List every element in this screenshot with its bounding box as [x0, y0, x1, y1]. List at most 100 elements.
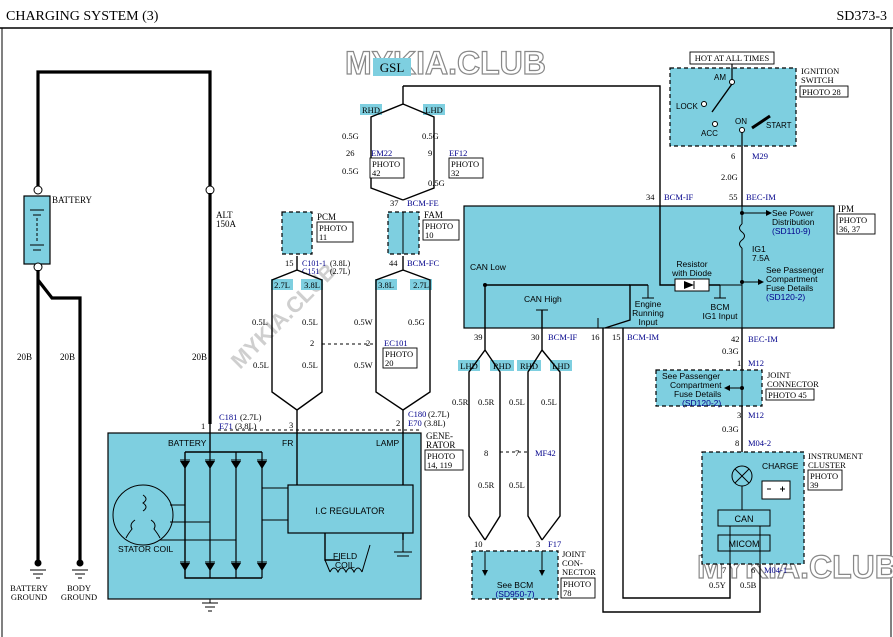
pcm-conn-1-note: (3.8L): [330, 259, 351, 268]
ig1-amps: 7.5A: [752, 253, 770, 263]
gen-e71: E71: [219, 421, 233, 431]
pcm-box: [281, 211, 313, 255]
gen-pin1: 1: [201, 421, 205, 431]
battery-ground-b: GROUND: [11, 592, 47, 602]
lower-photo-1: PHOTO: [563, 579, 591, 589]
wire-a: 0.5L: [252, 317, 268, 327]
ig1-label: IG1: [752, 244, 766, 254]
fam-photo-1: PHOTO: [425, 221, 453, 231]
lower-jc-1: JOINT: [562, 549, 586, 559]
gen-c181: C181: [219, 412, 237, 422]
jc-see-3: Fuse Details: [674, 389, 721, 399]
ign-name-1: IGNITION: [801, 66, 839, 76]
engine-3: Input: [639, 317, 659, 327]
gen-photo-2: 14, 119: [427, 460, 452, 470]
rhd-tag-top: RHD: [362, 105, 380, 115]
see-pass-1: See Passenger: [766, 265, 824, 275]
see-power-2: Distribution: [772, 217, 815, 227]
battery-ground-a: BATTERY: [10, 583, 48, 593]
tag-2-7l: 2.7L: [274, 280, 290, 290]
ign-name-2: SWITCH: [801, 75, 834, 85]
see-pass-3: Fuse Details: [766, 283, 813, 293]
battery-wire-1: 20B: [17, 352, 32, 362]
ec101-photo-2: 20: [385, 358, 394, 368]
cluster-p7: 7: [722, 565, 726, 575]
gen-battery-terminal: BATTERY: [168, 438, 207, 448]
battery-label: BATTERY: [52, 195, 93, 205]
cluster-micom-label: MICOM: [729, 539, 760, 549]
ipm-p39: 39: [474, 332, 483, 342]
engine-2: Running: [632, 308, 664, 318]
tag-3-8l-b: 3.8L: [378, 280, 394, 290]
see-pass-4: (SD120-2): [766, 292, 805, 302]
body-ground-b: GROUND: [61, 592, 97, 602]
lower-wire-4: 0.5L: [541, 397, 557, 407]
gen-lamp-terminal: LAMP: [376, 438, 399, 448]
ign-acc: ACC: [701, 129, 718, 138]
stator-coil-icon: [112, 484, 174, 546]
lhd-tag-top: LHD: [425, 105, 442, 115]
ef12-wire-2: 0.5G: [428, 178, 445, 188]
gen-pin2: 2: [396, 418, 400, 428]
jc-see-2: Compartment: [670, 380, 722, 390]
ipm-p34: 34: [646, 192, 655, 202]
hot-at-all-times: HOT AT ALL TIMES: [695, 53, 770, 63]
ef12-wire-1: 0.5G: [422, 131, 439, 141]
cluster-photo-2: 39: [810, 480, 819, 490]
ipm-p30: 30: [531, 332, 540, 342]
pin-2b: 2: [366, 338, 370, 348]
charge-label: CHARGE: [762, 461, 799, 471]
lower-p3: 3: [536, 539, 540, 549]
wire-g: 0.5L: [253, 360, 269, 370]
generator-ground-icon: [202, 602, 218, 612]
wire-b: 0.5L: [302, 317, 318, 327]
cluster-conn2: M04-1: [764, 565, 787, 575]
gen-c180: C180: [408, 409, 426, 419]
cluster-pin: 8: [735, 438, 739, 448]
gen-photo-1: PHOTO: [427, 451, 455, 461]
jc-see-4: (SD120-2): [682, 398, 721, 408]
f17-conn: F17: [548, 539, 561, 549]
fam-pin: 44: [389, 258, 398, 268]
body-ground-a: BODY: [67, 583, 91, 593]
battery-warning-icon: [761, 480, 791, 500]
m12-conn-2: M12: [748, 410, 764, 420]
fam-name: FAM: [424, 210, 443, 220]
lhd-tag-1: LHD: [460, 361, 477, 371]
em22-photo-1: PHOTO: [372, 159, 400, 169]
lower-p7: 7: [515, 448, 519, 458]
alt-fuse-name: ALT: [216, 210, 233, 220]
battery-wire-2: 20B: [60, 352, 75, 362]
pcm-conn-2: C151: [302, 267, 319, 276]
wire-e: 0.5L: [302, 360, 318, 370]
see-power-3: (SD110-9): [772, 226, 811, 236]
ipm-photo-2: 36, 37: [839, 224, 860, 234]
fam-conn: BCM-FC: [407, 258, 439, 268]
ipm-bcmif2: BCM-IF: [548, 332, 578, 342]
ipm-becim: BEC-IM: [746, 192, 776, 202]
gen-fr-terminal: FR: [282, 438, 293, 448]
jc-name-2: CONNECTOR: [767, 379, 819, 389]
em22-photo-2: 42: [372, 168, 381, 178]
field-coil-2: COIL: [335, 560, 355, 570]
cluster-micom: [717, 534, 771, 552]
cluster-can: [717, 509, 771, 527]
lower-p8: 8: [484, 448, 488, 458]
ipm-box: [463, 205, 835, 329]
lower-wire-1: 0.5R: [452, 397, 469, 407]
ign-photo: PHOTO 28: [802, 87, 841, 97]
can-high: CAN High: [524, 294, 562, 304]
lower-p10: 10: [474, 539, 483, 549]
field-coil-1: FIELD: [333, 551, 357, 561]
cluster-can-label: CAN: [734, 514, 753, 524]
ef12-conn: EF12: [449, 148, 467, 158]
bcmfe-conn: BCM-FE: [407, 198, 439, 208]
see-pass-2: Compartment: [766, 274, 818, 284]
see-bcm-1: See BCM: [497, 580, 533, 590]
ef12-photo-1: PHOTO: [451, 159, 479, 169]
gen-pin3: 3: [289, 420, 293, 430]
ign-pin: 6: [731, 151, 735, 161]
em22-pin: 26: [346, 148, 355, 158]
diode-bridge-icon: [180, 459, 267, 571]
